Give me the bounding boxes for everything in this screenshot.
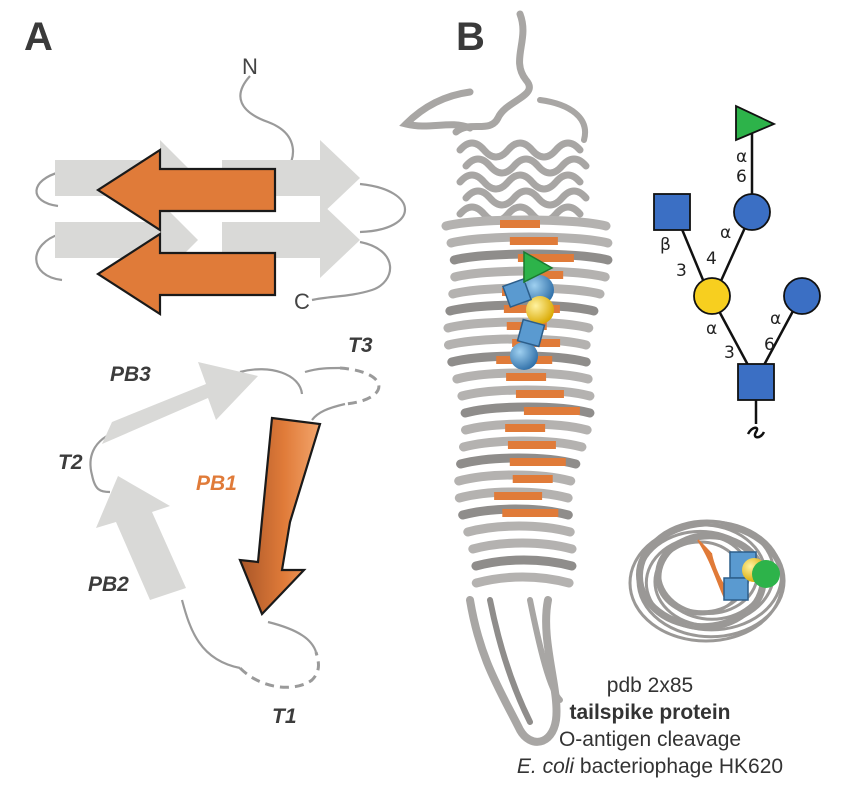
beta-sheet-top-view (35, 75, 406, 317)
helix-group (456, 139, 590, 225)
caption-function: O-antigen cleavage (558, 728, 742, 751)
caption-pdb: pdb 2x85 (606, 674, 694, 697)
loop-pb3-t3 (239, 368, 304, 395)
stalk-strand-3 (527, 597, 563, 703)
linkage-mid-anomer: α (720, 223, 731, 243)
linkage-mid-position: 4 (706, 249, 717, 269)
t3-label: T3 (348, 334, 373, 357)
helix-segment (456, 171, 584, 193)
orange-strand-segment (502, 509, 559, 517)
orange-strand-segment (506, 373, 547, 381)
linkage-central-position: 3 (724, 343, 735, 363)
tailspike-protein-structure (399, 10, 613, 746)
t3-dashed-loop (339, 366, 381, 406)
linkage-right-anomer: α (770, 309, 781, 329)
ligand-sphere-blue-1 (524, 275, 554, 305)
loop-right-upper (359, 182, 406, 234)
pb3-label: PB3 (110, 363, 151, 386)
beta-rung (463, 521, 575, 537)
loop-left-lower (35, 232, 63, 282)
pb1-strand (238, 416, 322, 616)
top-loop-1 (452, 10, 533, 136)
orange-strand-segment (512, 475, 553, 483)
t3-loop-end (311, 402, 346, 421)
orange-strand-segment (500, 220, 540, 228)
orange-strand-segment (509, 458, 566, 466)
stalk-strand-2 (487, 597, 533, 725)
helix-segment (456, 139, 584, 161)
pb1-label: PB1 (196, 472, 237, 495)
c-terminus-label: C (294, 289, 310, 314)
beta-rung (471, 572, 574, 588)
reducing-end-squiggle (746, 426, 766, 439)
t2-loop (89, 428, 121, 494)
orange-strand-segment (523, 407, 580, 415)
orange-strand-segment (509, 237, 558, 245)
glucose-circle-top (733, 193, 771, 231)
panel-b-label: B (456, 15, 485, 59)
n-terminus-label: N (242, 54, 258, 79)
ligand-sphere-blue-2 (510, 342, 538, 370)
c-terminal-loop (311, 240, 392, 302)
pb2-strand (96, 476, 186, 600)
loop-left-upper (35, 170, 61, 208)
caption-organism-rest: bacteriophage HK620 (574, 755, 784, 778)
fucose-triangle (735, 104, 777, 142)
protein-top-down-view (628, 519, 786, 643)
t1-loop-end (267, 620, 318, 653)
ligand-cube-1 (501, 277, 533, 309)
orange-strand-segment (505, 424, 546, 432)
helix-segment (462, 187, 590, 209)
top-loop-2 (399, 88, 474, 132)
topview-sphere-green (752, 560, 780, 588)
caption-organism-italic: E. coli (516, 755, 575, 778)
orange-strand-segment (494, 492, 543, 500)
panel-a-label: A (24, 15, 53, 59)
helix-segment (462, 155, 590, 177)
topview-cube-2 (723, 577, 749, 601)
linkage-square-position: 3 (676, 261, 687, 281)
gray-strand-4 (222, 202, 360, 278)
helix-segment (456, 203, 584, 225)
top-loop-3 (537, 97, 589, 143)
stalk-strand-1 (466, 596, 561, 746)
ligand-cone-green (523, 250, 554, 284)
beta-rung (471, 555, 577, 571)
ligand-sphere-yellow (526, 296, 554, 324)
linkage-fuc-position: 6 (736, 167, 747, 187)
t2-label: T2 (58, 451, 83, 474)
glcnac-square-left (653, 193, 691, 231)
ligand-cube-2 (516, 318, 546, 348)
glcnac-square-base (737, 363, 775, 401)
glycan-structure: α 6 β 3 α 4 α 3 α 6 (653, 104, 821, 439)
orange-strand-segment (515, 390, 564, 398)
caption-organism: E. coli bacteriophage HK620 (470, 753, 830, 780)
linkage-right-position: 6 (764, 335, 775, 355)
linkage-fuc-anomer: α (736, 147, 747, 167)
t1-dashed-loop (238, 651, 320, 689)
t3-loop-start (304, 366, 341, 374)
n-terminal-loop (239, 75, 295, 173)
orange-strand-2 (95, 231, 277, 317)
orange-strand-segment (523, 271, 564, 279)
t1-label: T1 (272, 705, 297, 728)
orange-strand-1 (95, 147, 277, 233)
caption-protein: tailspike protein (569, 701, 731, 724)
loop-pb2-t1 (180, 599, 241, 670)
orange-strand-segment (507, 441, 556, 449)
gray-strand-2 (222, 140, 360, 216)
pb3-strand (102, 362, 258, 444)
pb2-label: PB2 (88, 573, 129, 596)
galactose-circle (693, 277, 731, 315)
orange-strand-segment (517, 254, 574, 262)
beta-rung (468, 538, 577, 554)
glucose-circle-right (783, 277, 821, 315)
linkage-central-anomer: α (706, 319, 717, 339)
linkage-square-anomer: β (660, 235, 671, 255)
triangle-cross-section (89, 362, 381, 689)
